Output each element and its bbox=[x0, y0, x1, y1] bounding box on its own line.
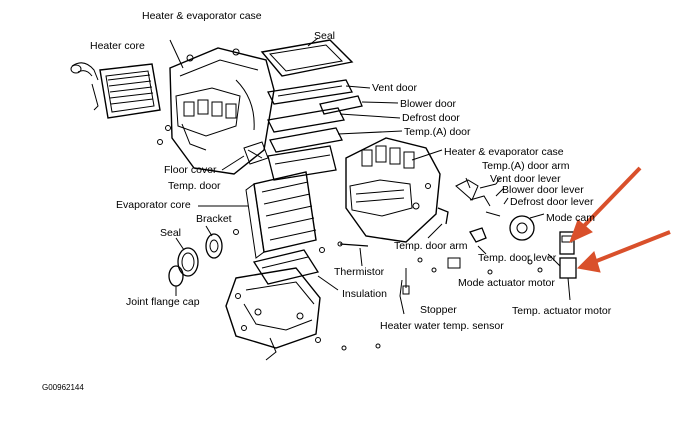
annotation-arrow-2 bbox=[593, 230, 671, 264]
joint-flange-cap-part bbox=[168, 265, 184, 296]
temp-door-arm-part bbox=[427, 207, 449, 239]
label-defrost-door: Defrost door bbox=[402, 112, 460, 124]
label-heater-core: Heater core bbox=[90, 40, 145, 52]
label-bracket: Bracket bbox=[196, 213, 232, 225]
heater-core-part bbox=[70, 62, 161, 119]
label-heater-evaporator-case-right: Heater & evaporator case bbox=[444, 146, 564, 158]
label-stopper: Stopper bbox=[420, 304, 457, 316]
vent-door-part bbox=[267, 79, 371, 105]
door-levers-part bbox=[455, 177, 509, 217]
label-temp-a-door-arm: Temp.(A) door arm bbox=[482, 160, 570, 172]
figure-code: G00962144 bbox=[42, 383, 84, 392]
label-temp-door-arm: Temp. door arm bbox=[394, 240, 468, 252]
label-mode-cam: Mode cam bbox=[546, 212, 596, 224]
temp-actuator-motor-part bbox=[559, 257, 577, 301]
label-defrost-door-lever: Defrost door lever bbox=[510, 196, 594, 208]
temp-door-part bbox=[247, 145, 337, 181]
floor-cover-part bbox=[221, 141, 269, 171]
label-temp-a-door: Temp.(A) door bbox=[404, 126, 471, 138]
insulation-part bbox=[252, 249, 339, 291]
annotation-arrow-1 bbox=[580, 166, 642, 230]
label-temp-actuator-motor: Temp. actuator motor bbox=[512, 305, 612, 317]
small-fittings bbox=[341, 257, 543, 351]
label-vent-door: Vent door bbox=[372, 82, 417, 94]
label-mode-actuator-motor: Mode actuator motor bbox=[458, 277, 555, 289]
defrost-door-part bbox=[267, 107, 401, 133]
label-heater-evaporator-case-top: Heater & evaporator case bbox=[142, 10, 262, 22]
label-thermistor: Thermistor bbox=[334, 266, 385, 278]
label-temp-door-lever: Temp. door lever bbox=[478, 252, 557, 264]
label-blower-door-lever: Blower door lever bbox=[502, 184, 584, 196]
label-vent-door-lever: Vent door lever bbox=[490, 173, 561, 185]
heater-evaporator-case-right-part bbox=[345, 137, 443, 243]
temp-door-lever-part bbox=[469, 227, 487, 255]
label-floor-cover: Floor cover bbox=[164, 164, 217, 176]
label-insulation: Insulation bbox=[342, 288, 387, 300]
label-evaporator-core: Evaporator core bbox=[116, 199, 191, 211]
lower-case-part bbox=[225, 267, 321, 361]
heater-evaporator-case-left-part bbox=[157, 39, 275, 175]
blower-door-part bbox=[319, 95, 399, 115]
mode-cam-part bbox=[509, 213, 545, 241]
thermistor-part bbox=[337, 241, 369, 267]
temp-a-door-part bbox=[269, 127, 403, 153]
label-seal-top: Seal bbox=[314, 30, 336, 42]
bracket-part bbox=[205, 225, 223, 259]
annotation-arrows bbox=[569, 166, 671, 273]
label-blower-door: Blower door bbox=[400, 98, 457, 110]
label-temp-door: Temp. door bbox=[168, 180, 221, 192]
seal-top-part bbox=[260, 37, 354, 77]
label-heater-water-temp-sensor: Heater water temp. sensor bbox=[380, 320, 504, 332]
evaporator-core-part bbox=[198, 171, 325, 259]
label-joint-flange-cap: Joint flange cap bbox=[126, 296, 200, 308]
seal-left-part bbox=[175, 237, 199, 277]
label-seal-left: Seal bbox=[160, 227, 182, 239]
